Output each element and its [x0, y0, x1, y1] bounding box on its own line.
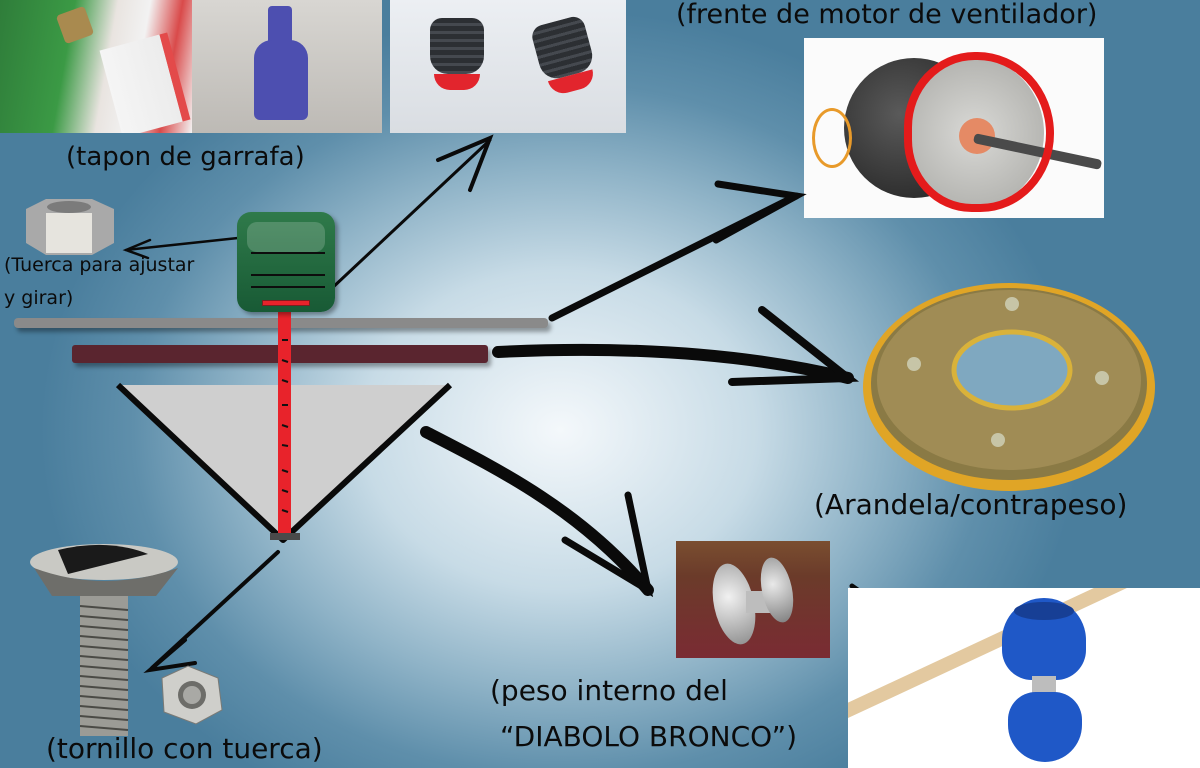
label-tapon-de-garrafa: (tapon de garrafa) — [66, 142, 305, 172]
fan-motor-photo — [804, 38, 1104, 218]
cone-shape — [118, 385, 450, 540]
label-frente-de-motor: (frente de motor de ventilador) — [676, 0, 1098, 30]
green-gas-cylinder-photo — [0, 0, 192, 133]
plug-black-red — [430, 18, 484, 90]
plug-red-side — [529, 14, 601, 98]
diabolo-bronco-photo — [676, 541, 830, 658]
label-tuerca-line2: y girar) — [4, 287, 74, 309]
gray-plate-bar — [14, 318, 548, 328]
label-peso-interno-line2: “DIABOLO BRONCO”) — [500, 720, 798, 753]
green-cap-shape — [237, 212, 335, 312]
tank-body-shape — [254, 40, 308, 120]
rod-head-shape — [262, 300, 310, 306]
red-highlight-circle — [904, 52, 1054, 212]
rubber-plugs-photo — [390, 0, 626, 133]
washer-counterweight-image — [863, 283, 1155, 491]
wires-shape — [812, 108, 852, 168]
label-arandela-contrapeso: (Arandela/contrapeso) — [814, 488, 1128, 521]
label-peso-interno-line1: (peso interno del — [490, 674, 728, 707]
valve-icon — [55, 5, 95, 45]
blue-gas-cylinder-photo — [192, 0, 382, 133]
label-tuerca-line1: (Tuerca para ajustar — [4, 254, 195, 276]
maroon-plate-bar — [72, 345, 488, 363]
label-tornillo-con-tuerca: (tornillo con tuerca) — [46, 732, 323, 765]
hex-nut-icon — [26, 199, 114, 255]
diabolo-bottom-cup — [1008, 692, 1082, 762]
label-tag — [99, 32, 191, 133]
bolt-with-nut-image — [30, 544, 223, 736]
tank-neck-shape — [268, 6, 292, 46]
blue-diabolo-photo — [848, 588, 1200, 768]
